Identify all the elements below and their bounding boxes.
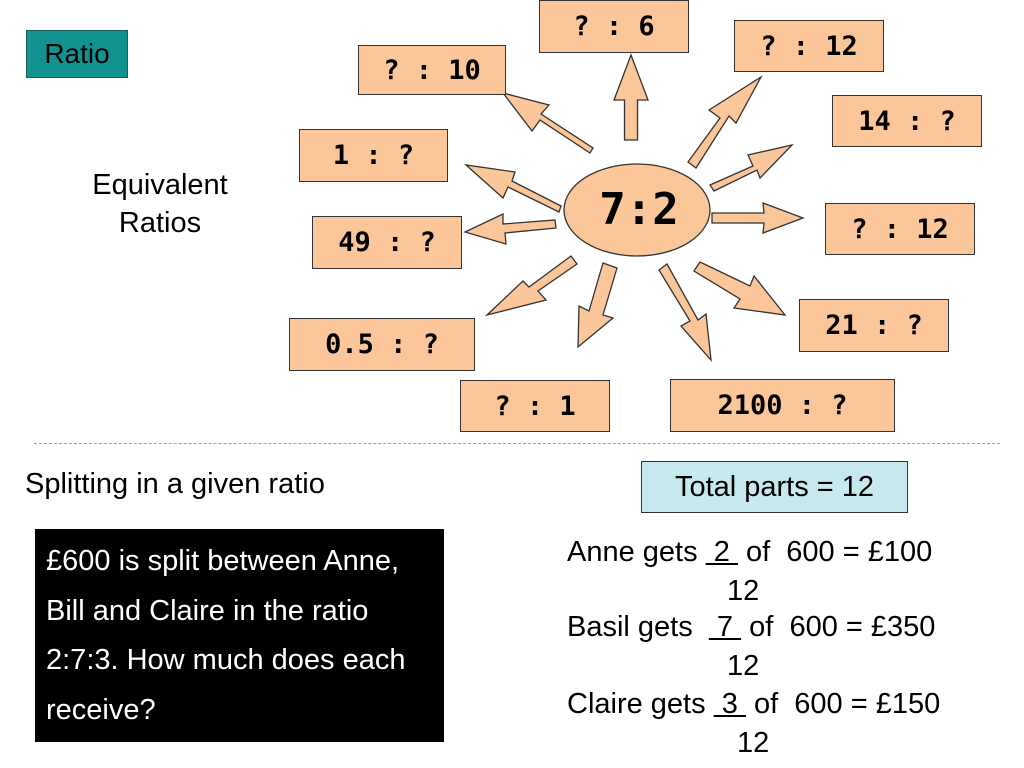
arrow-up-left [501, 91, 594, 154]
prompt-box: ? : 1 [460, 380, 610, 432]
fraction-denominator: 12 [737, 727, 770, 759]
arrow-left-down [484, 255, 578, 317]
arrows-group [463, 53, 805, 362]
arrow-right-up [709, 143, 794, 192]
total-parts-box: Total parts = 12 [641, 461, 908, 513]
prompt-box: 21 : ? [799, 299, 949, 352]
fraction-numerator: 3 [713, 688, 746, 720]
arrow-right [711, 202, 805, 234]
equivalent-heading-line-2: Ratios [118, 207, 202, 239]
fraction-numerator: 7 [708, 611, 742, 643]
prompt-box: 2100 : ? [670, 379, 895, 432]
fraction-denominator: 12 [727, 650, 760, 682]
arrow-down-right [658, 263, 712, 362]
ratio-tag: Ratio [26, 30, 128, 78]
arrow-up-right [687, 75, 763, 169]
arrow-right-down [693, 261, 787, 316]
prompt-box: ? : 12 [825, 203, 975, 255]
splitting-heading: Splitting in a given ratio [25, 468, 325, 500]
section-divider [34, 443, 1000, 444]
question-box: £600 is split between Anne, Bill and Cla… [35, 529, 444, 742]
calc-suffix: of 600 = £350 [741, 611, 936, 643]
calc-suffix: of 600 = £150 [745, 688, 941, 720]
fraction-denominator: 12 [727, 575, 760, 607]
equivalent-heading-line-1: Equivalent [92, 169, 228, 201]
prompt-box: 1 : ? [299, 129, 448, 182]
equivalent-ratios-heading: Equivalent Ratios [60, 166, 260, 242]
arrow-left [463, 212, 557, 245]
center-ellipse [563, 163, 711, 257]
prompt-box: ? : 12 [734, 20, 884, 72]
prompt-box: 14 : ? [832, 95, 982, 147]
prompt-box: ? : 6 [539, 0, 689, 53]
prompt-box: 49 : ? [312, 216, 462, 269]
center-ratio: 7:2 [599, 184, 679, 235]
arrow-up [613, 53, 649, 141]
calc-line-anne: Anne gets 2 of 600 = £100 [567, 536, 932, 568]
calc-line-claire: Claire gets 3 of 600 = £150 [567, 688, 940, 720]
calc-prefix: Anne gets [567, 536, 706, 568]
ratio-arrow-diagram [463, 53, 805, 362]
calc-prefix: Claire gets [567, 688, 714, 720]
calc-prefix: Basil gets [567, 611, 709, 643]
fraction-numerator: 2 [705, 536, 738, 568]
arrow-left-up [463, 164, 562, 213]
calc-line-basil: Basil gets 7 of 600 = £350 [567, 611, 935, 643]
calc-suffix: of 600 = £100 [737, 536, 933, 568]
prompt-box: ? : 10 [358, 45, 506, 95]
arrow-down [577, 262, 618, 349]
prompt-box: 0.5 : ? [289, 318, 475, 371]
